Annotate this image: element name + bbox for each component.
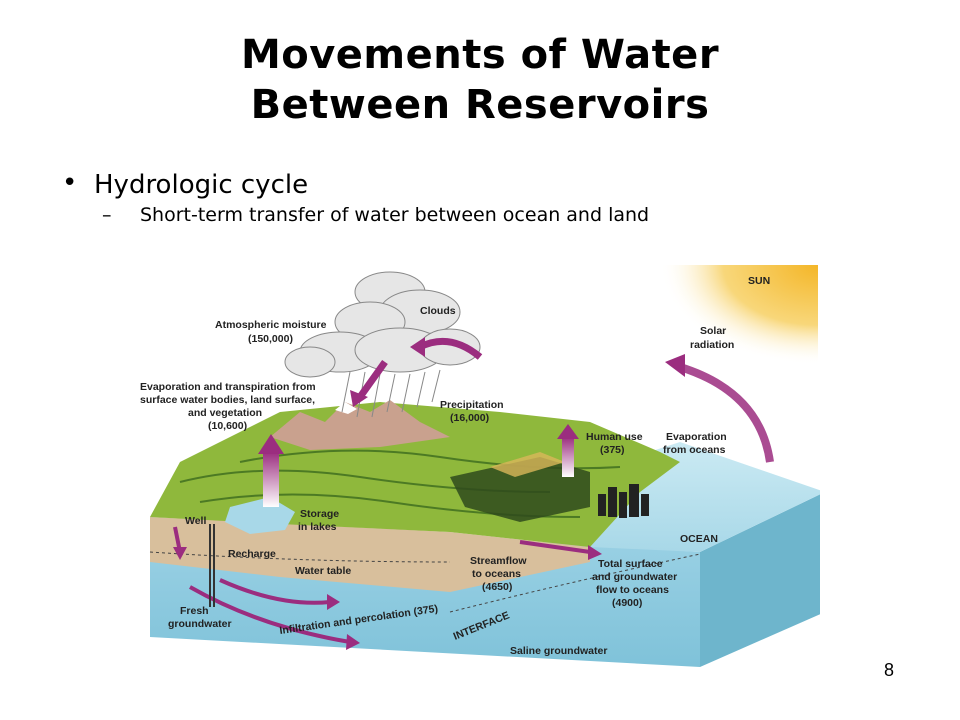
- label-fresh-1: Fresh: [180, 605, 209, 617]
- mountain-snow: [335, 402, 357, 414]
- label-total-4: (4900): [612, 597, 642, 609]
- arrowhead-recharge: [173, 547, 187, 560]
- label-streamflow-2: to oceans: [472, 568, 521, 580]
- precipitation-rain: [341, 369, 441, 418]
- arrow-human-use: [562, 437, 574, 477]
- arrowhead-precipitation: [350, 390, 368, 407]
- label-evap-3: and vegetation: [188, 407, 262, 419]
- hydrologic-cycle-diagram: SUN Solar radiation Clouds Atmospheric m…: [140, 265, 820, 667]
- label-solar-2: radiation: [690, 339, 734, 351]
- label-evap-1: Evaporation and transpiration from: [140, 381, 316, 393]
- interface-line: [449, 553, 701, 613]
- arrowhead-to-clouds: [410, 337, 425, 357]
- arrow-streamflow: [519, 540, 591, 554]
- arrowhead-infiltration: [327, 594, 340, 610]
- sun-glow: [660, 265, 818, 365]
- mountains: [270, 400, 450, 450]
- page-number: 8: [884, 660, 895, 680]
- label-ocean: OCEAN: [680, 533, 718, 545]
- label-streamflow-3: (4650): [482, 581, 512, 593]
- label-total-2: and groundwater: [592, 571, 677, 583]
- slide-title: Movements of Water Between Reservoirs: [0, 30, 960, 130]
- title-line-1: Movements of Water: [240, 32, 720, 78]
- sub-bullet-short-term-transfer: Short-term transfer of water between oce…: [62, 204, 649, 226]
- arrow-infiltration: [219, 578, 331, 605]
- label-evap-ocean-1: Evaporation: [666, 431, 727, 443]
- label-atmos-2: (150,000): [248, 333, 293, 345]
- label-precip-1: Precipitation: [440, 399, 504, 411]
- soil-layer: [150, 517, 590, 592]
- label-water-table: Water table: [295, 565, 351, 577]
- arrowhead-percolation: [346, 634, 360, 650]
- water-table-line: [149, 551, 451, 563]
- title-line-2: Between Reservoirs: [250, 82, 710, 128]
- arrowhead-evap-ocean: [665, 354, 685, 377]
- arrow-evap-ocean: [678, 363, 774, 463]
- label-evap-ocean-2: from oceans: [663, 444, 726, 456]
- label-sun: SUN: [748, 275, 770, 287]
- label-saline: Saline groundwater: [510, 645, 607, 657]
- arrowhead-human-use: [557, 424, 579, 439]
- label-evap-2: surface water bodies, land surface,: [140, 394, 315, 406]
- arrow-precipitation: [357, 359, 388, 400]
- bullet-hydrologic-cycle: Hydrologic cycle: [62, 168, 649, 200]
- label-streamflow-1: Streamflow: [470, 555, 527, 567]
- farmland-patch: [490, 452, 565, 477]
- city: [598, 484, 649, 518]
- label-evap-4: (10,600): [208, 420, 247, 432]
- arrow-to-clouds: [418, 337, 483, 360]
- label-clouds: Clouds: [420, 305, 456, 317]
- arrowhead-streamflow: [588, 545, 602, 560]
- arrow-evap-land: [263, 452, 279, 507]
- label-recharge: Recharge: [228, 548, 276, 560]
- bullet-list: Hydrologic cycle Short-term transfer of …: [62, 168, 649, 226]
- label-human-2: (375): [600, 444, 625, 456]
- label-storage-1: Storage: [300, 508, 339, 520]
- label-storage-2: in lakes: [298, 521, 337, 533]
- label-well: Well: [185, 515, 206, 527]
- label-fresh-2: groundwater: [168, 618, 232, 630]
- label-solar-1: Solar: [700, 325, 726, 337]
- label-total-3: flow to oceans: [596, 584, 669, 596]
- ocean-side-face: [700, 494, 820, 667]
- label-precip-2: (16,000): [450, 412, 489, 424]
- label-atmos-1: Atmospheric moisture: [215, 319, 327, 331]
- forest-patch: [450, 457, 590, 522]
- label-human-1: Human use: [586, 431, 643, 443]
- arrowhead-evap-land: [258, 434, 284, 454]
- label-total-1: Total surface: [598, 558, 663, 570]
- arrow-percolation: [189, 585, 351, 644]
